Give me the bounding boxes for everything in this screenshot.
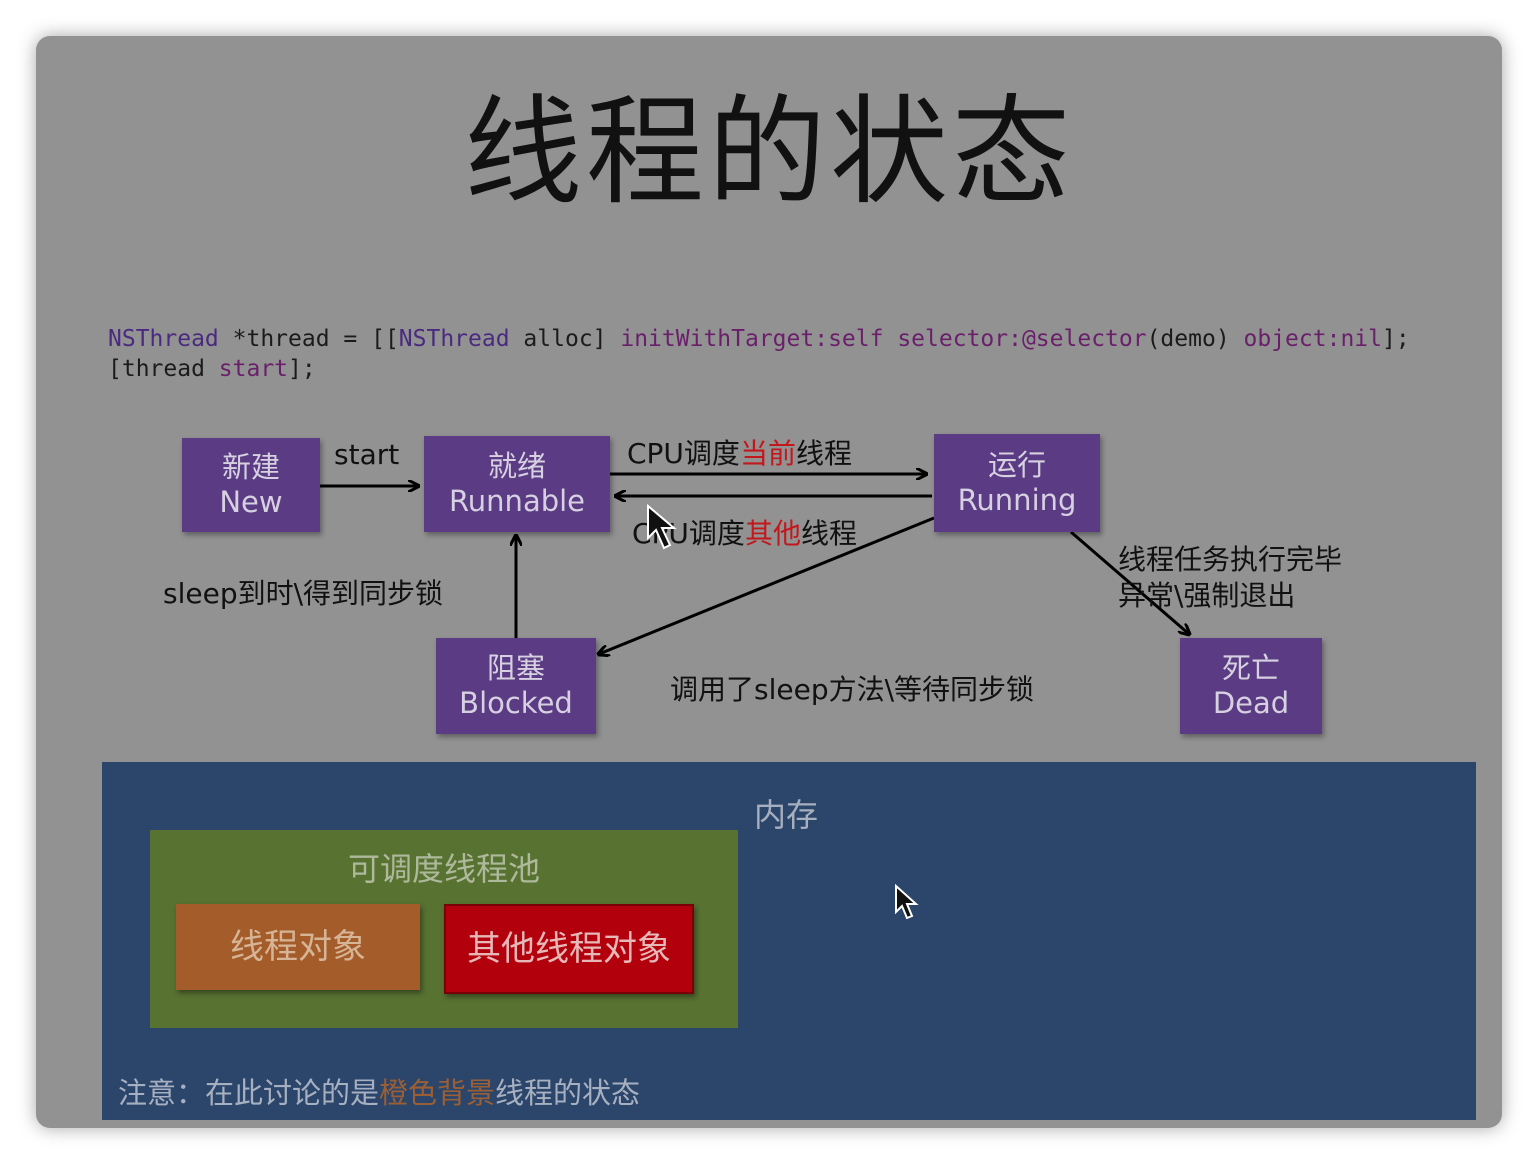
arrow-running-to-dead <box>1070 530 1189 634</box>
slide-title: 线程的状态 <box>463 83 1074 221</box>
code-token: initWithTarget: <box>620 326 829 352</box>
code-token: (demo) <box>1146 326 1244 352</box>
state-dead-en: Dead <box>1212 686 1290 720</box>
code-token: NSThread <box>108 326 219 352</box>
code-line-2: [thread start]; <box>108 356 316 382</box>
state-running: 运行 Running <box>934 434 1100 532</box>
code-token: selector: <box>897 326 1022 352</box>
state-running-en: Running <box>957 483 1077 517</box>
state-runnable-en: Runnable <box>448 484 586 518</box>
transition-arrows <box>320 36 1502 756</box>
thread-object-box: 线程对象 <box>176 904 420 990</box>
code-token: [thread <box>108 356 219 382</box>
code-token: alloc] <box>509 326 621 352</box>
label-start: start <box>334 438 400 471</box>
label-unblock: sleep到时\得到同步锁 <box>163 577 444 610</box>
code-token: ]; <box>1382 326 1410 352</box>
label-finish-2: 异常\强制退出 <box>1118 579 1296 612</box>
other-thread-object-box: 其他线程对象 <box>444 904 694 994</box>
code-token: ]; <box>288 356 316 382</box>
note-text: 注意：在此讨论的是橙色背景线程的状态 <box>118 1076 641 1110</box>
state-blocked-zh: 阻塞 <box>486 651 545 685</box>
label-block: 调用了sleep方法\等待同步锁 <box>670 673 1035 706</box>
code-token: object: <box>1243 326 1341 352</box>
state-blocked: 阻塞 Blocked <box>436 638 596 734</box>
state-new-zh: 新建 <box>221 450 280 484</box>
code-token: self <box>828 326 884 352</box>
state-dead-zh: 死亡 <box>1221 651 1280 685</box>
label-finish-1: 线程任务执行完毕 <box>1118 543 1343 576</box>
mouse-pointer-icon-2 <box>895 884 919 920</box>
state-new-en: New <box>219 485 283 519</box>
memory-title: 内存 <box>754 796 819 834</box>
mouse-pointer-icon <box>647 504 677 550</box>
code-token: NSThread <box>398 326 510 352</box>
code-token: start <box>218 356 289 382</box>
slide: 线程的状态 NSThread *thread = [[NSThread allo… <box>36 36 1502 1128</box>
state-running-zh: 运行 <box>987 448 1046 482</box>
state-runnable: 就绪 Runnable <box>424 436 610 532</box>
code-token: @selector <box>1021 326 1147 352</box>
state-dead: 死亡 Dead <box>1180 638 1322 734</box>
label-cpu-schedule-current: CPU调度当前线程 <box>627 437 852 470</box>
thread-pool-title: 可调度线程池 <box>347 850 540 888</box>
state-new: 新建 New <box>182 438 320 532</box>
arrow-running-to-blocked <box>599 516 935 654</box>
code-token: *thread = [[ <box>218 326 399 352</box>
state-blocked-en: Blocked <box>459 686 573 720</box>
state-runnable-zh: 就绪 <box>487 449 546 483</box>
code-token: nil <box>1340 326 1382 352</box>
code-line-1: NSThread *thread = [[NSThread alloc] ini… <box>108 326 1410 352</box>
